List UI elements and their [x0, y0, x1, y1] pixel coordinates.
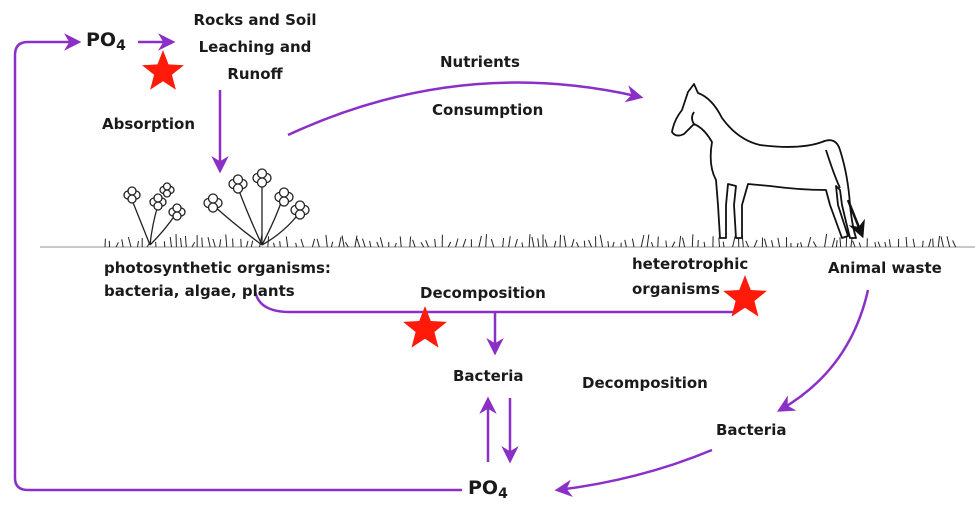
arrow-bacteria-to-po4 [558, 450, 712, 490]
grass-blades [105, 234, 956, 247]
star-icon [142, 50, 767, 348]
po4-top-label: PO4 [86, 29, 126, 55]
star-icon [723, 275, 767, 317]
flower-icon [124, 169, 309, 245]
bacteria-right-label: Bacteria [716, 421, 786, 439]
po4-bottom-label: PO4 [468, 477, 508, 503]
decomposition-mid-label: Decomposition [420, 284, 546, 302]
animal-waste-label: Animal waste [828, 259, 942, 277]
horse-icon [672, 84, 856, 238]
heterotrophic-label-line1: heterotrophic [632, 255, 748, 273]
absorption-label: Absorption [102, 115, 195, 133]
po4-top-text: PO [86, 29, 116, 51]
decomposition-right-label: Decomposition [582, 374, 708, 392]
po4-bottom-text: PO [468, 477, 498, 499]
bacteria-mid-label: Bacteria [453, 367, 523, 385]
leaching-label: Leaching and [180, 38, 330, 56]
heterotrophic-label-line2: organisms [632, 280, 720, 298]
consumption-label: Consumption [432, 101, 543, 119]
nutrients-label: Nutrients [440, 53, 520, 71]
arrow-waste-to-bacteria [780, 290, 868, 410]
grass-icon [105, 234, 956, 247]
po4-bottom-subscript: 4 [498, 486, 508, 502]
runoff-label: Runoff [180, 65, 330, 83]
rocks-soil-label: Rocks and Soil [180, 11, 330, 29]
photosynthetic-label-line2: bacteria, algae, plants [104, 282, 295, 300]
star-icon [142, 50, 184, 90]
photosynthetic-label-line1: photosynthetic organisms: [104, 259, 331, 277]
po4-top-subscript: 4 [116, 38, 126, 54]
